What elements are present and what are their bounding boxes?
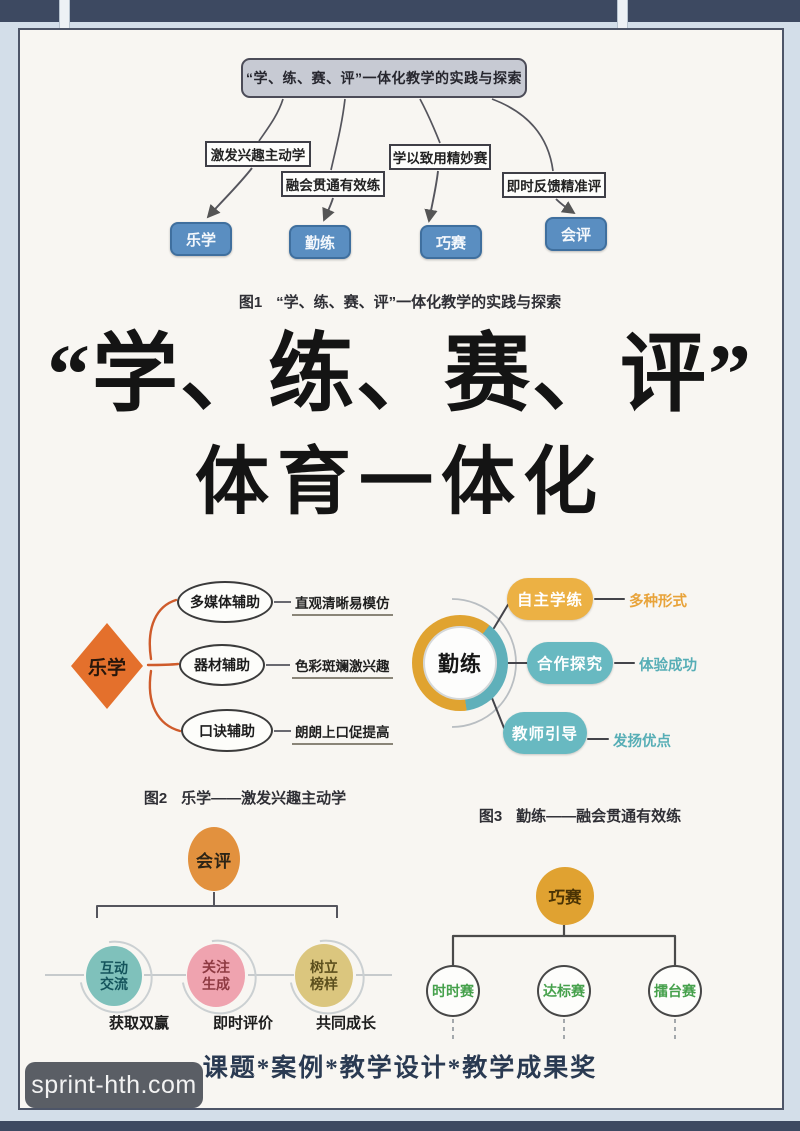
footer-caption: 课题*案例*教学设计*教学成果奖	[202, 1055, 598, 1082]
fig4-root-label: 会评	[196, 851, 232, 871]
fig2-caption: 图2 乐学——激发兴趣主动学	[60, 787, 430, 808]
fig2-root-text: 乐学	[87, 657, 126, 679]
fig1-root-label: “学、练、赛、评”一体化教学的实践与探索	[246, 70, 522, 86]
fig1-node-qiaosai-label: 巧赛	[435, 234, 466, 252]
watermark-badge: sprint-hth.com	[25, 1062, 203, 1108]
hero-title-line1: “学、练、赛、评”	[47, 326, 753, 422]
fig2-caption-number: 图2	[143, 790, 168, 807]
fig1-caption-text: “学、练、赛、评”一体化教学的实践与探索	[276, 294, 562, 311]
fig2-node1: 多媒体辅助	[177, 581, 273, 623]
fig4-node3: 树立榜样	[295, 944, 353, 1007]
fig1-branch1-label-box: 激发兴趣主动学	[205, 141, 311, 167]
fig5-node3: 擂台赛	[648, 965, 702, 1017]
fig5-node2-label: 达标赛	[543, 983, 585, 999]
fig1-node-qinlian-label: 勤练	[304, 234, 335, 252]
fig3-root-label: 勤练	[423, 626, 497, 700]
fig1-branch3-label-box: 学以致用精妙赛	[389, 144, 491, 170]
fig2-note2: 色彩斑斓激兴趣	[292, 655, 393, 679]
fig1-caption-number: 图1	[238, 294, 263, 311]
fig5-root-label: 巧赛	[548, 889, 582, 907]
fig5-node1-label: 时时赛	[432, 983, 474, 999]
fig3-node3-label: 教师引导	[511, 726, 578, 743]
fig1-root-node: “学、练、赛、评”一体化教学的实践与探索	[241, 58, 527, 98]
fig2-note1: 直观清晰易模仿	[292, 592, 393, 616]
fig1-node-lexue-label: 乐学	[185, 231, 216, 249]
fig2-node2: 器材辅助	[179, 644, 265, 686]
fig1-caption: 图1 “学、练、赛、评”一体化教学的实践与探索	[0, 291, 800, 312]
fig3-caption-text: 勤练——融会贯通有效练	[516, 808, 682, 825]
content-panel	[18, 28, 784, 1110]
fig3-root-text: 勤练	[438, 653, 482, 676]
fig1-node-huiping: 会评	[545, 217, 607, 251]
fig1-branch4-label-box: 即时反馈精准评	[502, 172, 606, 198]
fig5-node2: 达标赛	[537, 965, 591, 1017]
fig4-node1-label: 互动交流	[100, 959, 128, 992]
fig5-node3-label: 擂台赛	[654, 983, 696, 999]
fig3-node1: 自主学练	[507, 578, 593, 620]
top-frame-band	[0, 0, 800, 22]
fig2-root-label: 乐学	[71, 623, 143, 709]
fig3-node2: 合作探究	[527, 642, 613, 684]
fig2-node1-label: 多媒体辅助	[190, 594, 260, 610]
fig2-caption-text: 乐学——激发兴趣主动学	[181, 790, 347, 807]
fig1-node-lexue: 乐学	[170, 222, 232, 256]
fig1-branch2-label: 融会贯通有效练	[285, 178, 381, 193]
fig3-caption-number: 图3	[478, 808, 503, 825]
fig1-node-huiping-label: 会评	[560, 226, 591, 244]
fig5-node1: 时时赛	[426, 965, 480, 1017]
fig1-branch1-label: 激发兴趣主动学	[210, 148, 306, 163]
fig3-node3: 教师引导	[503, 712, 587, 754]
fig1-node-qinlian: 勤练	[289, 225, 351, 259]
fig3-note3: 发扬优点	[613, 734, 671, 750]
fig3-node1-label: 自主学练	[516, 592, 583, 609]
fig2-node2-label: 器材辅助	[194, 657, 250, 673]
fig1-node-qiaosai: 巧赛	[420, 225, 482, 259]
fig4-node2: 关注生成	[187, 944, 245, 1007]
fig2-node3-label: 口诀辅助	[199, 722, 255, 739]
tape-mark-right	[617, 0, 628, 37]
fig3-note1: 多种形式	[629, 594, 687, 610]
fig2-node3: 口诀辅助	[181, 709, 273, 752]
fig1-branch4-label: 即时反馈精准评	[506, 179, 602, 194]
tape-mark-left	[59, 0, 70, 37]
fig3-caption: 图3 勤练——融会贯通有效练	[400, 805, 760, 826]
fig3-node2-label: 合作探究	[536, 656, 603, 673]
fig4-node3-label: 树立榜样	[310, 959, 338, 992]
fig4-note1: 获取双赢	[108, 1015, 169, 1032]
fig4-note3: 共同成长	[315, 1015, 376, 1032]
bottom-frame-band	[0, 1121, 800, 1131]
fig4-node2-label: 关注生成	[202, 959, 230, 992]
fig3-note2: 体验成功	[639, 658, 697, 674]
fig1-branch3-label: 学以致用精妙赛	[392, 151, 488, 166]
fig5-root-node: 巧赛	[536, 867, 594, 925]
fig4-node1: 互动交流	[86, 946, 142, 1006]
fig4-note2: 即时评价	[212, 1015, 273, 1032]
fig2-note3: 朗朗上口促提高	[292, 721, 393, 745]
fig3-root-ring: 勤练	[412, 615, 508, 711]
hero-title-line2: 体育一体化	[195, 442, 605, 524]
fig4-root-node: 会评	[188, 827, 240, 891]
fig1-branch2-label-box: 融会贯通有效练	[281, 171, 385, 197]
